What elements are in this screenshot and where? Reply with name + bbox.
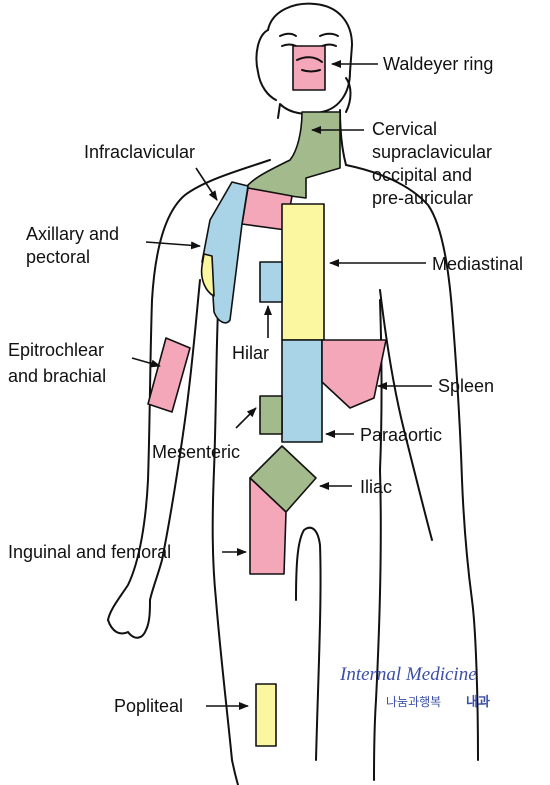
mouth-line bbox=[296, 56, 323, 63]
left-hand bbox=[107, 599, 151, 639]
arrow-mesenteric bbox=[235, 407, 257, 429]
label-epitrochlear-line1: Epitrochlear bbox=[8, 340, 104, 360]
label-paraaortic: Paraaortic bbox=[360, 425, 442, 445]
jaw-line bbox=[345, 77, 352, 113]
arrows bbox=[131, 60, 432, 710]
leg-outer-right bbox=[373, 469, 382, 781]
watermark-title: Internal Medicine bbox=[339, 664, 477, 685]
chin-line bbox=[301, 69, 321, 73]
label-epitrochlear-line2: and brachial bbox=[8, 366, 106, 386]
region-mesenteric bbox=[259, 395, 283, 435]
label-waldeyer: Waldeyer ring bbox=[383, 54, 493, 74]
region-popliteal bbox=[255, 683, 277, 747]
watermark-korean-small: 나눔과행복 bbox=[386, 694, 441, 709]
label-iliac: Iliac bbox=[360, 477, 392, 497]
torso-left-side bbox=[211, 309, 233, 761]
label-axillary-line2: pectoral bbox=[26, 247, 90, 267]
body-outline bbox=[107, 2, 479, 785]
left-arm-inner bbox=[149, 279, 201, 601]
leg-inner-left bbox=[295, 526, 322, 761]
label-spleen: Spleen bbox=[438, 376, 494, 396]
label-infraclavicular: Infraclavicular bbox=[84, 142, 195, 162]
left-shoulder-arm-outer bbox=[107, 159, 271, 621]
eyebrow-right bbox=[319, 32, 339, 37]
region-pectoral bbox=[200, 253, 215, 297]
region-hilar bbox=[259, 261, 283, 303]
label-mesenteric: Mesenteric bbox=[152, 442, 240, 462]
region-spleen bbox=[321, 339, 387, 409]
region-inguinal bbox=[249, 477, 287, 575]
watermark: Internal Medicine 나눔과행복 내과 bbox=[339, 664, 490, 710]
ear-outline bbox=[255, 29, 277, 101]
arrow-infraclavicular bbox=[195, 167, 218, 201]
label-popliteal: Popliteal bbox=[114, 696, 183, 716]
right-shoulder-arm-outer bbox=[345, 164, 479, 761]
label-inguinal: Inguinal and femoral bbox=[8, 542, 171, 562]
label-cervical-line4: pre-auricular bbox=[372, 188, 473, 208]
leg-left-outer bbox=[231, 759, 239, 785]
label-hilar: Hilar bbox=[232, 343, 269, 363]
label-cervical-line3: occipital and bbox=[372, 165, 472, 185]
watermark-korean-bold: 내과 bbox=[466, 694, 490, 710]
right-arm-inner bbox=[379, 289, 433, 541]
arrow-axillary bbox=[145, 241, 201, 250]
label-axillary-line1: Axillary and bbox=[26, 224, 119, 244]
eyebrow-left bbox=[279, 32, 297, 37]
region-cervical bbox=[243, 111, 341, 199]
arrow-epitrochlear bbox=[131, 357, 161, 368]
region-waldeyer bbox=[292, 45, 326, 91]
labels: Waldeyer ring Cervical supraclavicular o… bbox=[8, 54, 523, 716]
neck-right bbox=[339, 109, 347, 166]
label-cervical-line2: supraclavicular bbox=[372, 142, 492, 162]
region-epitrochlear bbox=[147, 337, 191, 413]
region-mediastinal bbox=[281, 203, 325, 341]
region-axillary bbox=[201, 181, 249, 324]
label-cervical-line1: Cervical bbox=[372, 119, 437, 139]
label-mediastinal: Mediastinal bbox=[432, 254, 523, 274]
region-paraaortic bbox=[281, 339, 323, 443]
